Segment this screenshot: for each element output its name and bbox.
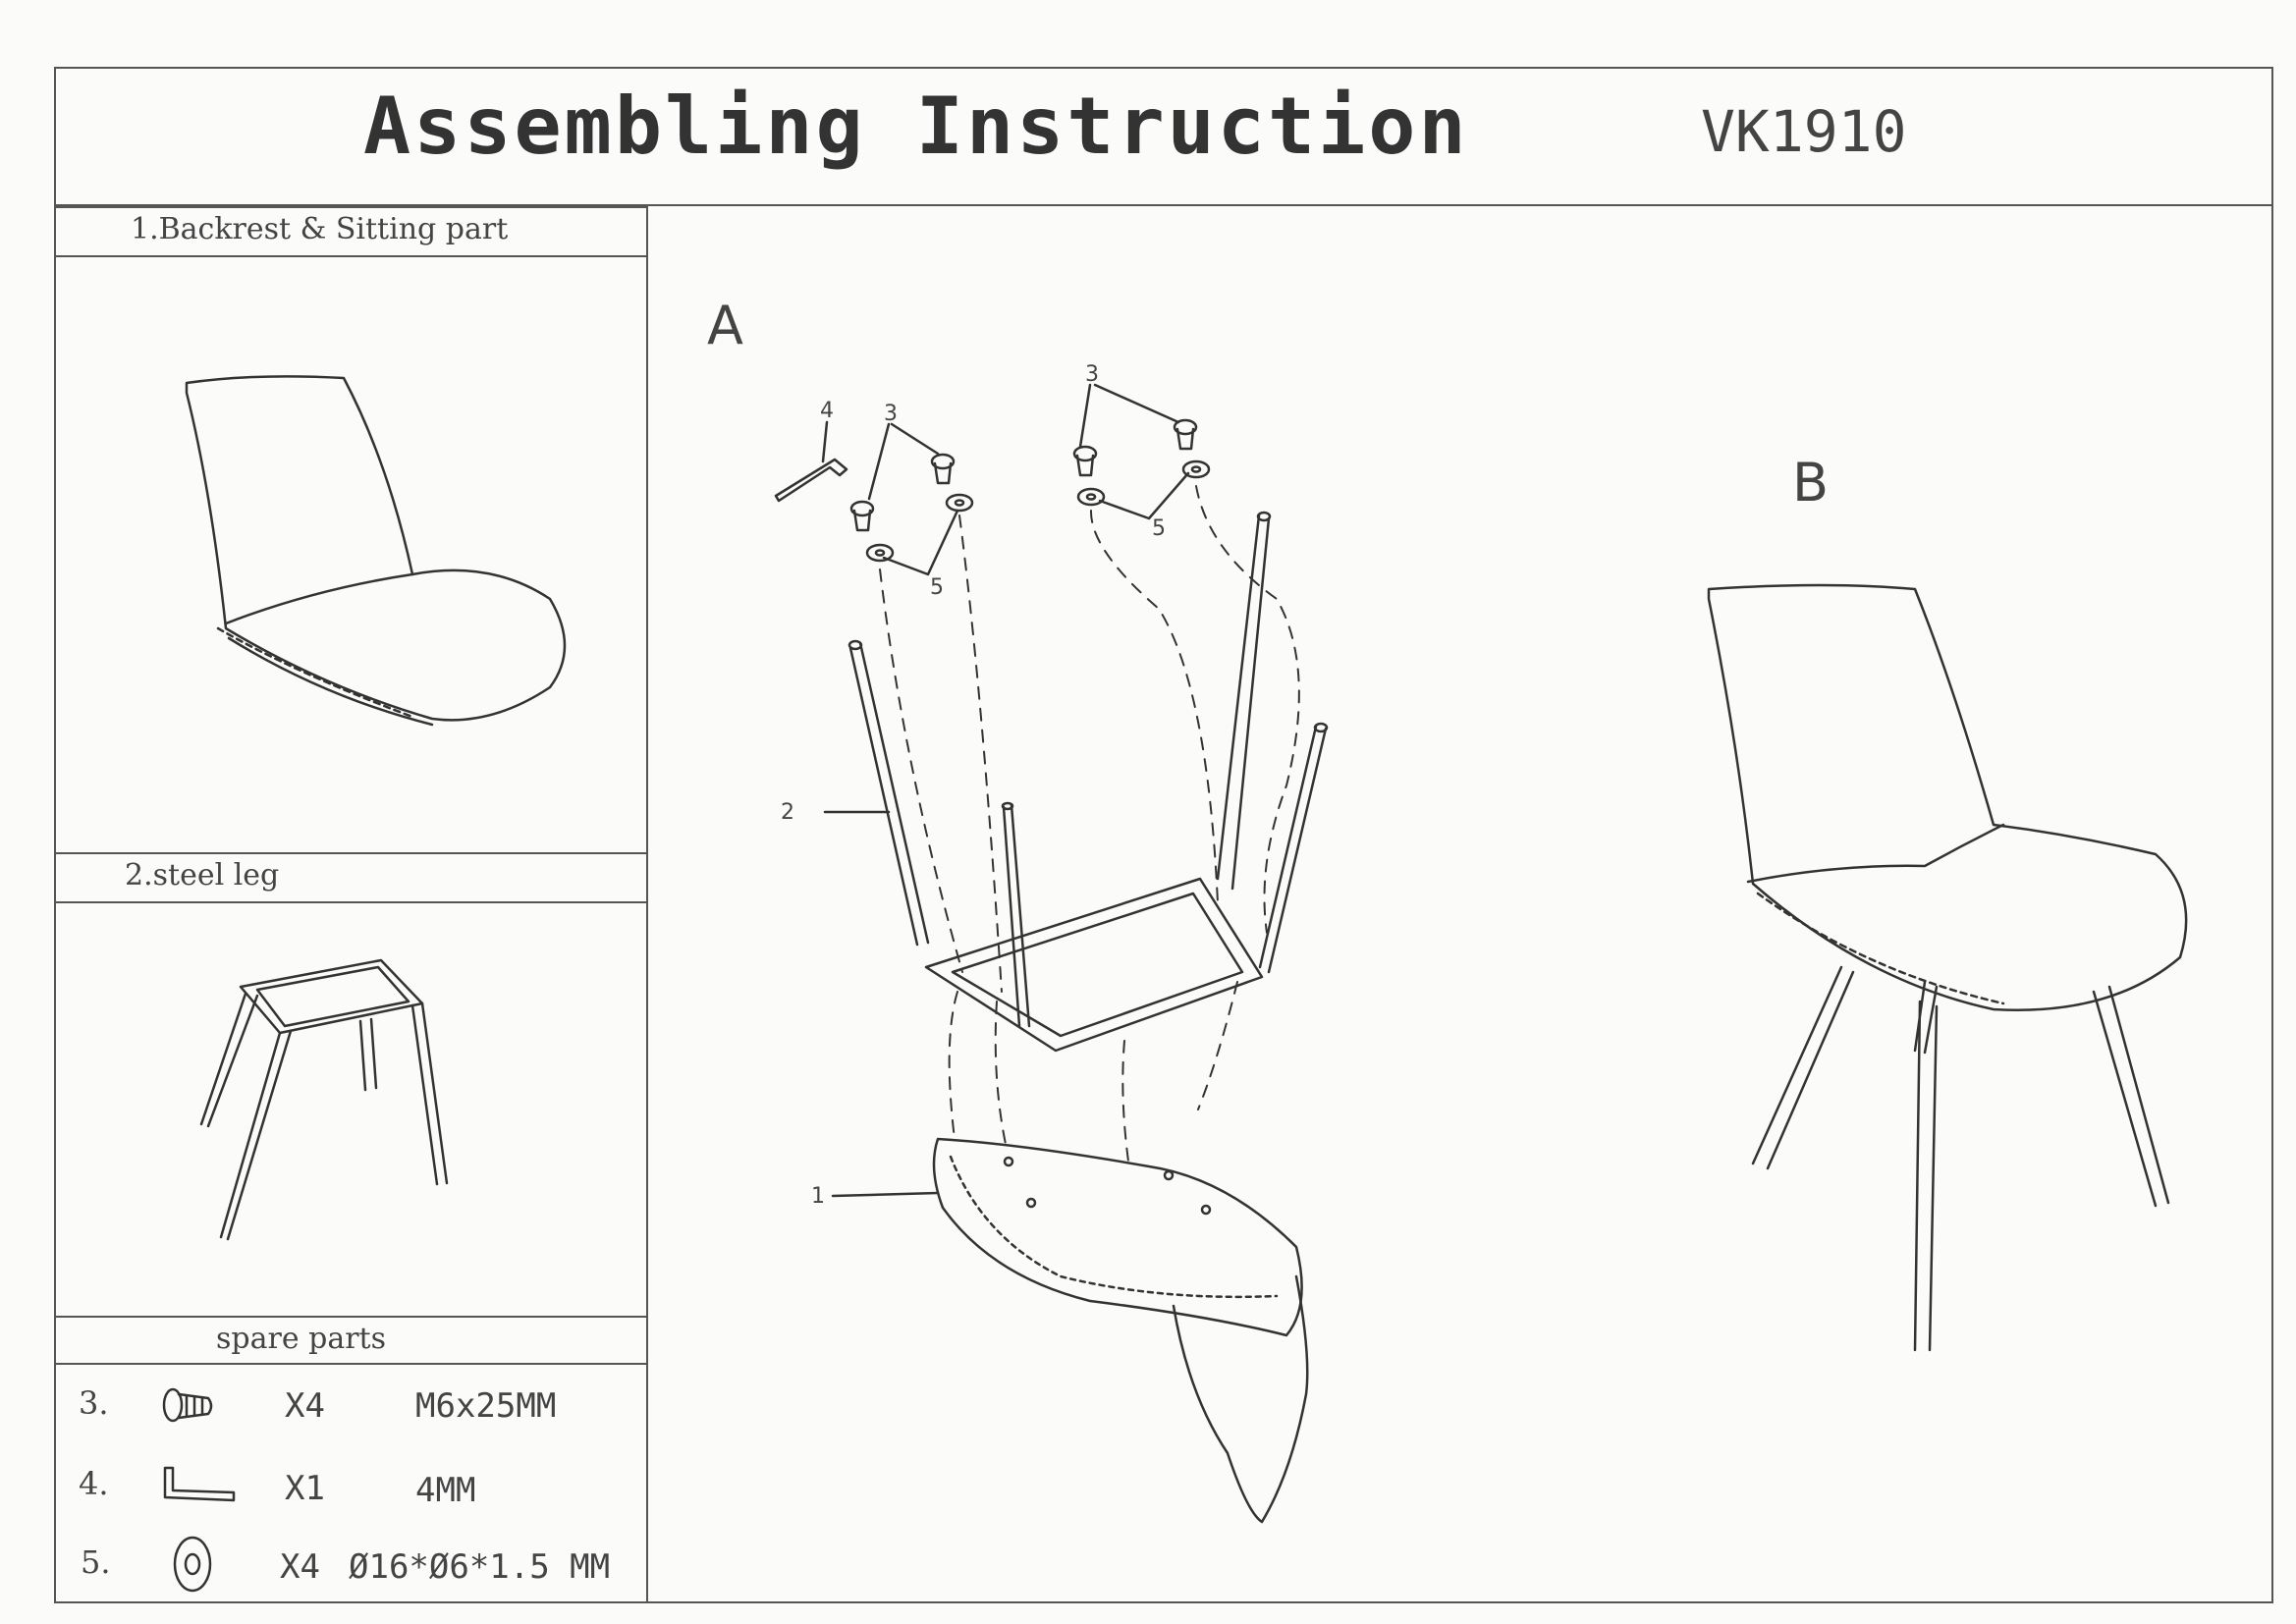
spare-row-3-number: 3. — [79, 1384, 109, 1422]
model-number: VK1910 — [1701, 98, 1907, 165]
spare-row-5-spec: Ø16*Ø6*1.5 MM — [349, 1547, 611, 1587]
section-label-backrest: 1.Backrest & Sitting part — [131, 212, 509, 246]
step-b-label: B — [1792, 452, 1829, 514]
spare-row-4-number: 4. — [79, 1465, 109, 1502]
callout-3-right: 3 — [1085, 362, 1099, 387]
section-header-leg: 2.steel leg — [54, 852, 648, 903]
exploded-assembly-illustration — [774, 383, 1329, 1524]
steel-leg-illustration — [199, 958, 449, 1241]
spare-row-5-number: 5. — [81, 1543, 111, 1581]
chair-shell-illustration — [185, 375, 567, 727]
callout-3-left: 3 — [884, 402, 898, 426]
section-header-backrest: 1.Backrest & Sitting part — [54, 206, 648, 257]
section-label-spare: spare parts — [216, 1322, 386, 1356]
washer-icon — [173, 1536, 212, 1593]
section-header-spare: spare parts — [54, 1316, 648, 1365]
callout-5-left: 5 — [930, 575, 944, 600]
assembled-chair-illustration — [1707, 583, 2188, 1352]
parts-column — [54, 206, 648, 1603]
spare-row-3-spec: M6x25MM — [415, 1386, 557, 1426]
bolt-icon — [162, 1387, 213, 1423]
callout-5-right: 5 — [1152, 516, 1166, 541]
spare-row-4-spec: 4MM — [415, 1471, 476, 1510]
allen-key-icon — [163, 1466, 236, 1502]
spare-row-4-qty: X1 — [285, 1469, 325, 1508]
callout-1: 1 — [811, 1184, 825, 1209]
section-label-leg: 2.steel leg — [125, 858, 280, 893]
callout-2: 2 — [781, 800, 794, 825]
step-a-label: A — [707, 295, 743, 356]
spare-row-5-qty: X4 — [280, 1547, 320, 1587]
spare-row-3-qty: X4 — [285, 1386, 325, 1426]
page-title: Assembling Instruction — [363, 81, 1469, 172]
title-row — [54, 67, 2273, 206]
callout-4: 4 — [820, 399, 834, 423]
instruction-sheet — [54, 67, 2273, 1603]
